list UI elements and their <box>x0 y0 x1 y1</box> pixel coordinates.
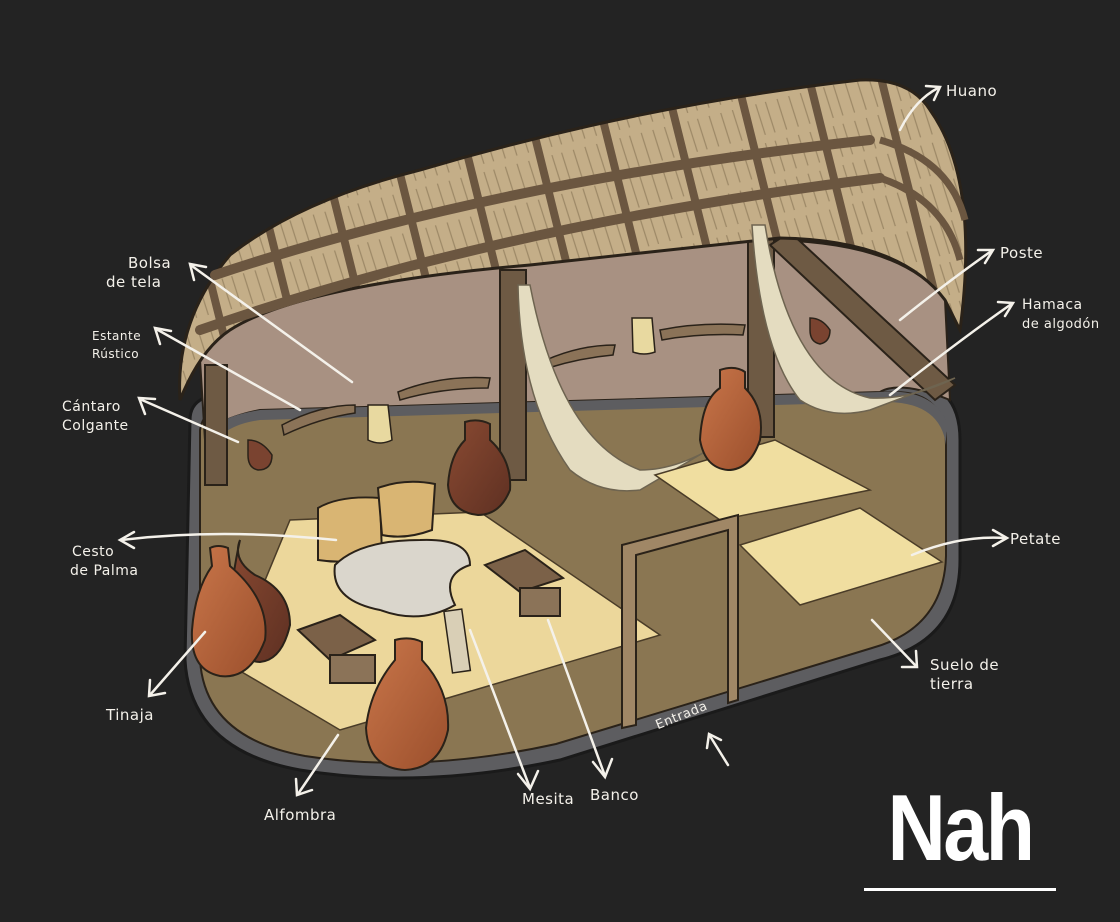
label-suelo: Suelo de tierra <box>930 656 999 694</box>
label-poste: Poste <box>1000 244 1044 262</box>
label-alfombra: Alfombra <box>264 806 337 824</box>
label-bolsa-line1: Bolsa <box>128 254 172 272</box>
hanging-jugs <box>247 317 831 471</box>
label-banco: Banco <box>590 786 639 804</box>
mesita-table <box>333 538 472 674</box>
label-estante-line1: Estante <box>92 329 142 343</box>
entrance-door-frame <box>621 513 739 730</box>
label-hamaca-line2: de algodón <box>1022 317 1100 332</box>
label-tinaja: Tinaja <box>106 706 154 724</box>
label-estante: Estante Rústico <box>92 327 141 363</box>
label-petate: Petate <box>1010 530 1061 548</box>
palm-baskets <box>317 480 437 563</box>
label-cesto-line2: de Palma <box>70 563 139 579</box>
rustic-shelves <box>281 323 746 437</box>
label-suelo-line2: tierra <box>930 675 974 693</box>
label-huano: Huano <box>946 82 998 100</box>
label-hamaca-line1: Hamaca <box>1022 297 1083 313</box>
bancos-stools <box>296 548 566 684</box>
thatched-roof <box>178 78 969 401</box>
label-suelo-line1: Suelo de <box>930 656 1000 674</box>
label-cantaro-line2: Colgante <box>62 418 129 434</box>
label-hamaca: Hamaca de algodón <box>1022 296 1100 334</box>
label-cantaro-line1: Cántaro <box>62 399 121 415</box>
title-underline <box>864 888 1056 891</box>
label-mesita: Mesita <box>522 790 575 808</box>
cloth-bags <box>367 317 656 444</box>
label-cantaro: Cántaro Colgante <box>62 398 129 436</box>
tinajas <box>190 366 762 772</box>
label-bolsa-line2: de tela <box>106 273 162 291</box>
label-bolsa: Bolsa de tela <box>106 254 172 292</box>
label-cesto-line1: Cesto <box>72 544 115 560</box>
page-title: Nah <box>887 775 1036 880</box>
label-cesto: Cesto de Palma <box>70 543 139 581</box>
label-arrows <box>117 84 1016 797</box>
label-estante-line2: Rústico <box>92 347 140 361</box>
